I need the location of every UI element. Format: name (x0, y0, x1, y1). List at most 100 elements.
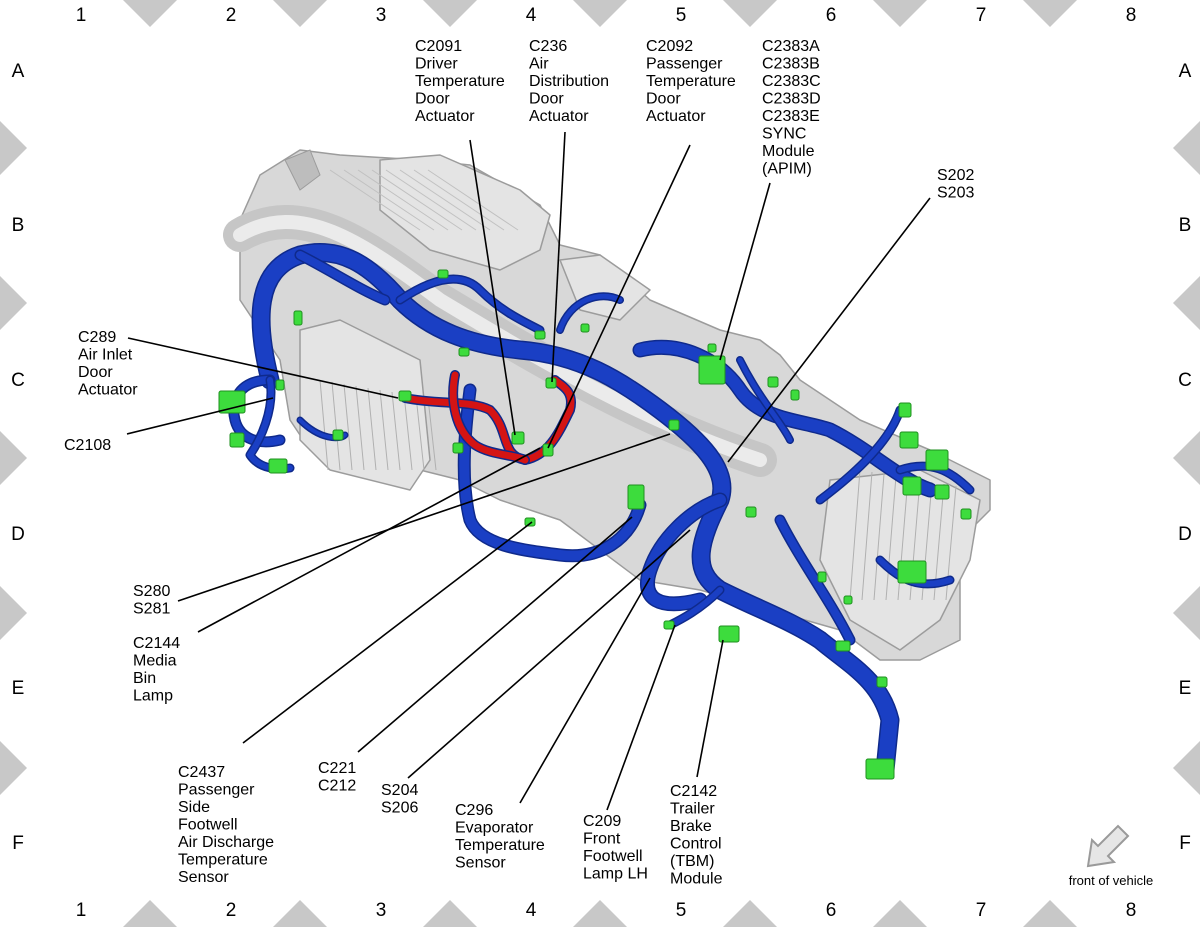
housing-rib (427, 397, 437, 471)
connector (663, 620, 675, 630)
grid-row-label: A (1179, 61, 1192, 82)
housing-texture (357, 169, 449, 231)
callout-line: Bin (133, 670, 156, 687)
leader-line-c2092 (547, 144, 691, 449)
connector (767, 376, 779, 388)
callout-line: Footwell (583, 848, 643, 865)
connector (899, 431, 919, 449)
callout-line: Driver (415, 56, 458, 73)
connector (627, 484, 645, 510)
leader-line-c236 (551, 131, 566, 383)
callout-line: S281 (133, 601, 170, 618)
housing-rib (885, 475, 897, 601)
callout-line: Sensor (455, 855, 506, 872)
grid-column-label: 7 (976, 900, 987, 921)
arrow-icon (1086, 824, 1130, 868)
frame-marker-left (0, 276, 27, 330)
frame-marker-top (873, 0, 927, 27)
grid-row-label: A (12, 61, 25, 82)
callout-line: C2383A (762, 38, 820, 55)
connector (707, 343, 717, 353)
hvac-assembly (223, 149, 991, 661)
intake-snout (284, 149, 321, 191)
connector (843, 595, 853, 605)
frame-marker-top (273, 0, 327, 27)
housing-texture (413, 169, 505, 231)
connector (275, 379, 285, 391)
frame-marker-bottom (273, 900, 327, 927)
grid-column-label: 1 (76, 5, 87, 26)
frame-marker-top (573, 0, 627, 27)
frame-marker-bottom (423, 900, 477, 927)
grid-row-label: E (12, 678, 25, 699)
housing-rib (873, 473, 885, 601)
callout-line: Door (529, 91, 564, 108)
harness-branch-c236 (557, 293, 623, 333)
frame-marker-right (1173, 586, 1200, 640)
callout-line: C296 (455, 802, 493, 819)
leader-line-c296 (519, 577, 651, 804)
connector (398, 390, 412, 402)
connector (668, 419, 680, 431)
connector (960, 508, 972, 520)
frame-marker-top (123, 0, 177, 27)
harness-branch-lower (641, 494, 726, 610)
frame-marker-bottom (573, 900, 627, 927)
connector (218, 390, 246, 414)
callout-line: C2092 (646, 38, 693, 55)
callout-line: Evaporator (455, 820, 534, 837)
frame-marker-left (0, 586, 27, 640)
harness-branch-d4 (459, 385, 645, 561)
grid-column-label: 5 (676, 900, 687, 921)
housing-rib (367, 387, 377, 471)
grid-column-label: 1 (76, 900, 87, 921)
callout-line: (APIM) (762, 161, 812, 178)
callout-line: C2142 (670, 783, 717, 800)
housing-texture (385, 169, 477, 231)
callout-line: Temperature (178, 852, 268, 869)
connector (925, 449, 949, 471)
grid-column-label: 8 (1126, 5, 1137, 26)
front-of-vehicle-caption: front of vehicle (1069, 873, 1154, 888)
callout-line: C2091 (415, 38, 462, 55)
connector (790, 389, 800, 401)
frame-marker-right (1173, 741, 1200, 795)
leader-line-c2437 (242, 521, 533, 744)
harness-branch-lower-right (776, 516, 854, 644)
callout-line: Actuator (415, 108, 475, 125)
connector (293, 310, 303, 326)
callout-line: (TBM) (670, 853, 714, 870)
leader-line-s280 (177, 433, 671, 602)
callout-line: C2383B (762, 56, 820, 73)
connector (745, 506, 757, 518)
leader-line-c2142 (696, 639, 724, 778)
grid-column-label: 7 (976, 5, 987, 26)
callout-line: Temperature (415, 73, 505, 90)
callout-line: SYNC (762, 126, 806, 143)
housing-rib (379, 389, 389, 471)
callout-line: C289 (78, 329, 116, 346)
callout-line: Trailer (670, 801, 715, 818)
callout-line: Front (583, 831, 621, 848)
housing-rib (331, 381, 341, 471)
grid-row-label: D (11, 524, 25, 545)
callout-line: Door (415, 91, 450, 108)
callout-line: Temperature (646, 73, 736, 90)
callout-line: Module (670, 871, 723, 888)
leader-line-c2108 (126, 397, 274, 435)
housing-texture (427, 169, 519, 231)
callout-line: Air Discharge (178, 834, 274, 851)
callout-line: C2383D (762, 91, 821, 108)
housing-rib (403, 393, 413, 471)
connector (876, 676, 888, 688)
